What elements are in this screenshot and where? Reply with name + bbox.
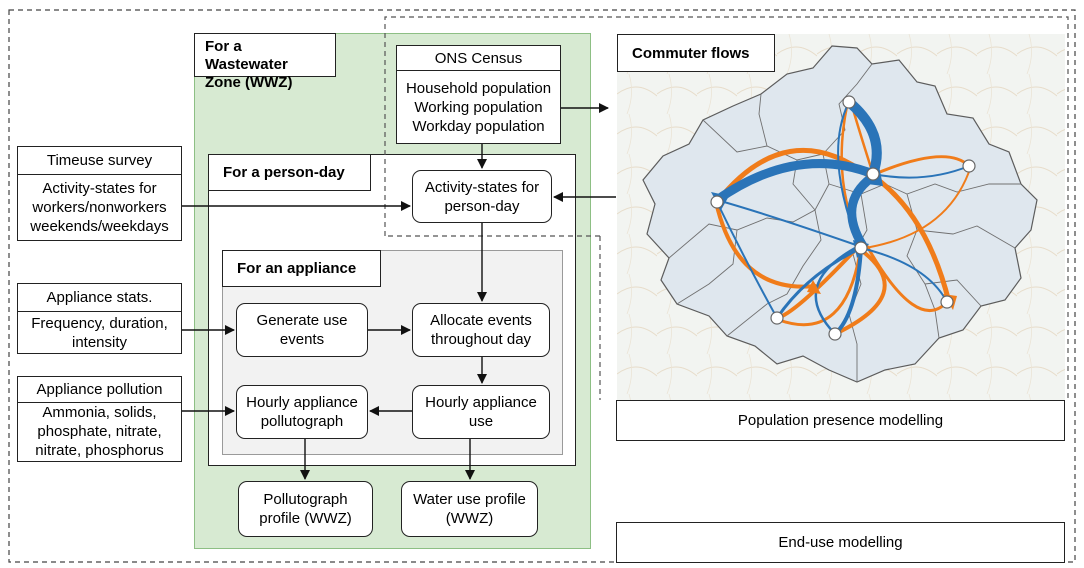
end-use-panel: End-use modelling [616,522,1065,563]
appliance-pollution-title: Appliance pollution [18,377,181,403]
appliance-pollution-lines: Ammonia, solids, phosphate, nitrate, nit… [18,403,181,460]
timeuse-lines: Activity-states for workers/nonworkers w… [18,175,181,239]
commuter-flow-svg [617,34,1065,400]
zone-title: For a Wastewater Zone (WWZ) [194,33,336,91]
timeuse-line: Activity-states for [42,179,157,197]
generate-events-node: Generate use events [236,303,368,357]
census-line: Workday population [412,117,545,135]
commuter-flows-title: Commuter flows [617,34,775,72]
appliance-stats-line: intensity [71,333,128,351]
allocate-events-node: Allocate events throughout day [412,303,550,357]
appliance-title: For an appliance [222,250,381,287]
appliance-pollution-line: nitrate, phosphorus [35,442,164,459]
hourly-use-node: Hourly appliance use [412,385,550,439]
commuter-flow-map [617,34,1065,400]
timeuse-line: workers/nonworkers [32,198,167,216]
appliance-stats-box: Appliance stats. Frequency, duration, in… [17,283,182,354]
census-lines: Household population Working population … [397,71,560,143]
population-presence-panel: Population presence modelling [616,400,1065,441]
census-title: ONS Census [397,46,560,71]
zone-title-text: For a Wastewater Zone (WWZ) [205,38,293,91]
census-line: Working population [414,98,543,116]
appliance-stats-lines: Frequency, duration, intensity [18,312,181,353]
timeuse-line: weekends/weekdays [30,217,169,235]
timeuse-title: Timeuse survey [18,147,181,175]
timeuse-box: Timeuse survey Activity-states for worke… [17,146,182,241]
pollutograph-profile-node: Pollutograph profile (WWZ) [238,481,373,537]
water-use-profile-node: Water use profile (WWZ) [401,481,538,537]
hourly-pollutograph-node: Hourly appliance pollutograph [236,385,368,439]
person-day-title: For a person-day [208,154,371,191]
census-line: Household population [405,79,552,97]
appliance-pollution-line: Ammonia, solids, [42,404,157,421]
census-box: ONS Census Household population Working … [396,45,561,144]
activity-states-node: Activity-states for person-day [412,170,552,223]
appliance-stats-title: Appliance stats. [18,284,181,312]
appliance-pollution-box: Appliance pollution Ammonia, solids, pho… [17,376,182,462]
appliance-stats-line: Frequency, duration, [31,314,168,332]
appliance-pollution-line: phosphate, nitrate, [37,423,162,440]
